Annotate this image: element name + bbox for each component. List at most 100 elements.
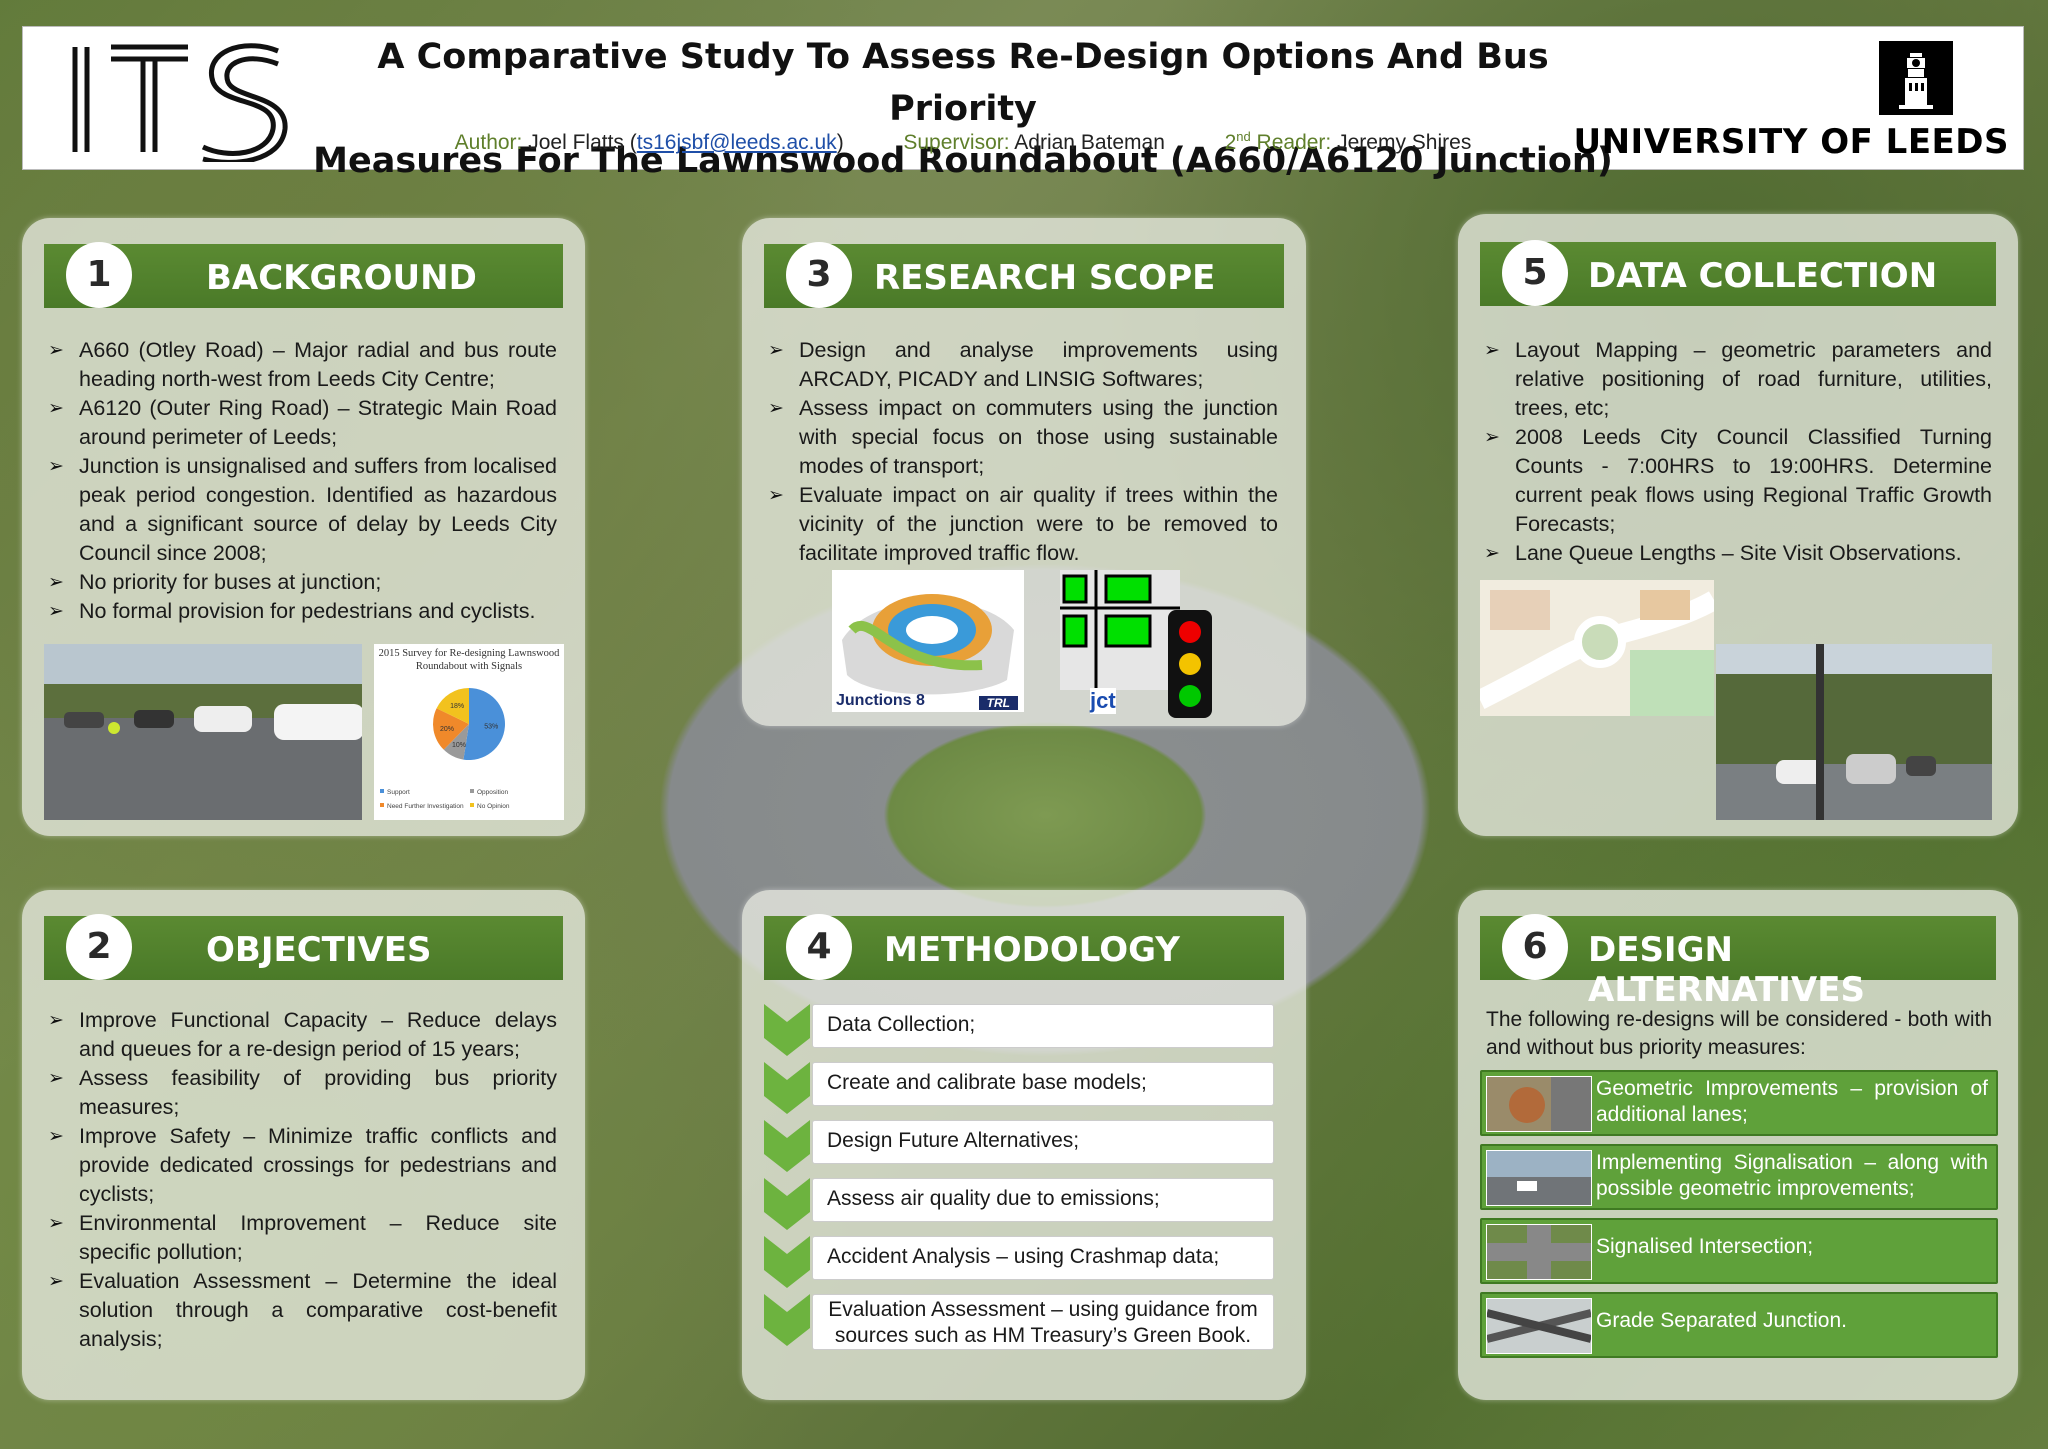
title-line-1: A Comparative Study To Assess Re-Design … [377,37,1549,129]
research-scope-bullets: Design and analyse improvements using AR… [768,336,1278,568]
list-item: Environmental Improvement – Reduce site … [48,1209,557,1267]
method-step: Assess air quality due to emissions; [812,1178,1274,1222]
panel-design-alternatives: 6 DESIGN ALTERNATIVES The following re-d… [1458,890,2018,1400]
chart-title: 2015 Survey for Re-designing Lawnswood R… [378,648,560,672]
method-step-label: Assess air quality due to emissions; [827,1187,1160,1210]
list-item: Improve Safety – Minimize traffic confli… [48,1122,557,1209]
pie-data-label: 18% [450,703,464,710]
list-item: No priority for buses at junction; [48,568,557,597]
layout-map-image [1480,580,1714,716]
author-label: Author: [454,131,523,154]
option-label: Grade Separated Junction. [1596,1309,1847,1332]
method-step-label: Design Future Alternatives; [827,1129,1080,1152]
pie-data-label: 53% [484,724,498,731]
author-line: Author: Joel Flatts (ts16jsbf@leeds.ac.u… [313,129,1613,155]
chevron-step-icon [764,1062,810,1114]
list-item: Design and analyse improvements using AR… [768,336,1278,394]
panel-research-scope-header: 3 RESEARCH SCOPE [764,242,1284,308]
legend-label: Support [387,789,410,796]
method-step-label: Accident Analysis – using Crashmap data; [827,1245,1220,1268]
panel-number: 3 [786,242,852,308]
pie-data-label: 20% [440,726,454,733]
panel-title: DESIGN ALTERNATIVES [1588,930,1865,1010]
list-item: Improve Functional Capacity – Reduce del… [48,1006,557,1064]
legend-swatch [380,803,384,807]
legend-swatch [380,789,384,793]
author-email-link[interactable]: ts16jsbf@leeds.ac.uk [636,131,837,154]
chevron-step-icon [764,1004,810,1056]
panel-research-scope: 3 RESEARCH SCOPE Design and analyse impr… [742,218,1306,726]
method-step: Accident Analysis – using Crashmap data; [812,1236,1274,1280]
option-label: Geometric Improvements – provision of ad… [1596,1077,1988,1126]
junctions8-label: Junctions 8 [836,692,925,709]
list-item: Evaluation Assessment – Determine the id… [48,1267,557,1354]
panel-data-collection-header: 5 DATA COLLECTION [1480,240,1996,306]
trl-logo-label: TRL [978,696,1018,710]
method-step-label: Create and calibrate base models; [827,1071,1147,1094]
objectives-bullets: Improve Functional Capacity – Reduce del… [48,1006,557,1354]
pie-slice-no-opinion [436,688,469,724]
linsig-logo: jct [1060,570,1220,720]
legend-label: No Opinion [477,803,510,810]
list-item: 2008 Leeds City Council Classified Turni… [1484,423,1992,539]
site-visit-photo [1716,644,1992,820]
author-name: Joel Flatts ( [528,131,637,154]
legend-swatch [470,803,474,807]
method-step: Design Future Alternatives; [812,1120,1274,1164]
university-name: UNIVERSITY OF LEEDS [1573,122,2009,162]
list-item: Assess feasibility of providing bus prio… [48,1064,557,1122]
list-item: Lane Queue Lengths – Site Visit Observat… [1484,539,1992,568]
design-option: Geometric Improvements – provision of ad… [1480,1070,1998,1136]
pie-slice-support [463,688,505,760]
list-item: Junction is unsignalised and suffers fro… [48,452,557,568]
reader-label-sup: nd [1236,129,1251,144]
list-item: A660 (Otley Road) – Major radial and bus… [48,336,557,394]
panel-title: DATA COLLECTION [1588,256,1938,296]
panel-objectives-header: 2 OBJECTIVES [44,914,563,980]
panel-methodology-header: 4 METHODOLOGY [764,914,1284,980]
method-step: Evaluation Assessment – using guidance f… [812,1294,1274,1350]
chevron-step-icon [764,1294,810,1346]
list-item: No formal provision for pedestrians and … [48,597,557,626]
reader-name: Jeremy Shires [1337,131,1472,154]
chevron-step-icon [764,1120,810,1172]
method-step: Data Collection; [812,1004,1274,1048]
supervisor-name: Adrian Bateman [1014,131,1165,154]
chevron-step-icon [764,1178,810,1230]
panel-number: 6 [1502,914,1568,980]
legend-label: Opposition [477,789,508,796]
panel-objectives: 2 OBJECTIVES Improve Functional Capacity… [22,890,585,1400]
data-collection-bullets: Layout Mapping – geometric parameters an… [1484,336,1992,568]
design-option: Grade Separated Junction. [1480,1292,1998,1358]
legend-label: Need Further Investigation [387,803,464,810]
supervisor-label: Supervisor: [903,131,1010,154]
title-line-2: Measures For The Lawnswood Roundabout (A… [313,141,1613,181]
reader-label-num: 2 [1224,131,1237,154]
method-step: Create and calibrate base models; [812,1062,1274,1106]
method-step-label: Evaluation Assessment – using guidance f… [813,1297,1273,1349]
pie-data-label: 10% [452,742,466,749]
panel-title: METHODOLOGY [884,930,1180,970]
method-step-line: Evaluation Assessment – using guidance f… [828,1298,1258,1321]
option-thumbnail [1486,1150,1592,1206]
reader-label-rest: Reader: [1250,131,1332,154]
list-item: A6120 (Outer Ring Road) – Strategic Main… [48,394,557,452]
reader-label: 2nd Reader: [1224,129,1332,154]
pie-slice-opposition [443,724,469,760]
panel-title: RESEARCH SCOPE [874,258,1216,298]
legend-swatch [470,789,474,793]
pie-slice-need-further-investigation [433,708,469,750]
panel-number: 1 [66,242,132,308]
design-option: Implementing Signalisation – along with … [1480,1144,1998,1210]
its-logo [72,43,288,162]
poster-header: A Comparative Study To Assess Re-Design … [22,26,2024,181]
author-close: ) [836,131,844,154]
list-item: Layout Mapping – geometric parameters an… [1484,336,1992,423]
panel-number: 2 [66,914,132,980]
list-item: Evaluate impact on air quality if trees … [768,481,1278,568]
survey-pie-chart: 2015 Survey for Re-designing Lawnswood R… [374,644,564,820]
panel-background-header: 1 BACKGROUND [44,242,563,308]
panel-data-collection: 5 DATA COLLECTION Layout Mapping – geome… [1458,214,2018,836]
junctions8-logo: Junctions 8 TRL [832,570,1024,712]
